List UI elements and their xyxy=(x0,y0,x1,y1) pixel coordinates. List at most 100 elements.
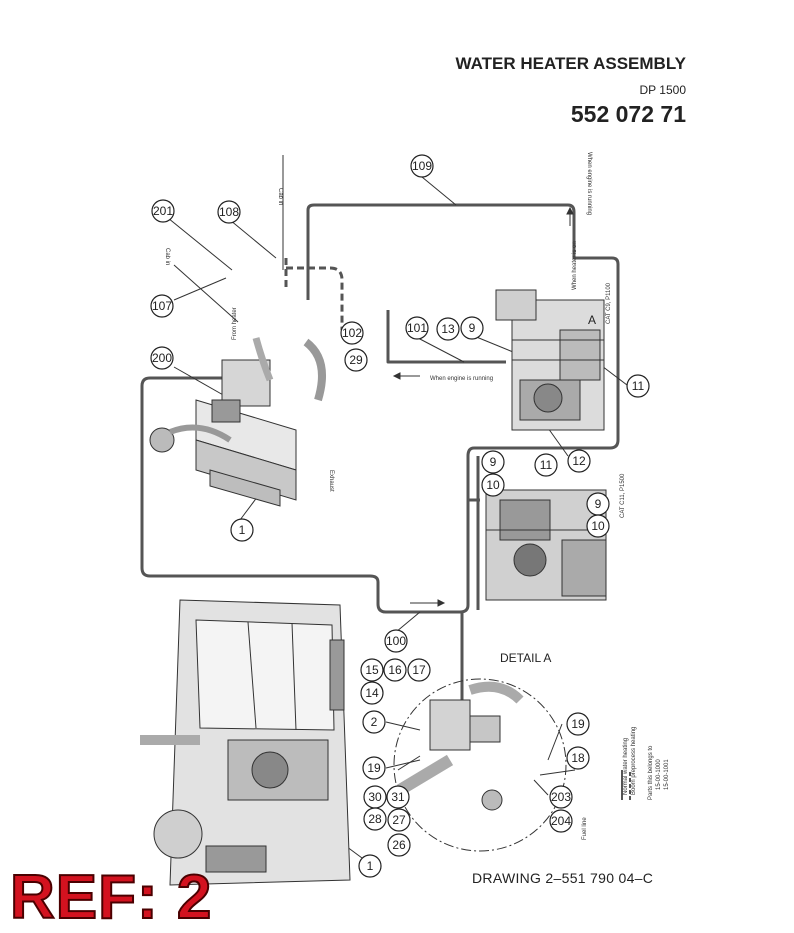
callout-number: 31 xyxy=(391,790,405,804)
callout-balloon xyxy=(362,756,386,780)
callout-18: 18 xyxy=(566,746,590,770)
callout-balloon xyxy=(150,346,174,370)
callout-1: 1 xyxy=(230,518,254,542)
callout-balloon xyxy=(358,854,382,878)
callout-number: 204 xyxy=(551,814,571,828)
callout-number: 2 xyxy=(371,715,378,729)
callout-107: 107 xyxy=(150,294,174,318)
callout-30: 30 xyxy=(363,785,387,809)
callout-204: 204 xyxy=(549,809,573,833)
callout-balloon xyxy=(481,450,505,474)
label-cab-in: Cab in xyxy=(277,188,283,205)
drawing-title: WATER HEATER ASSEMBLY xyxy=(455,54,686,73)
callout-number: 10 xyxy=(486,478,500,492)
callout-number: 11 xyxy=(540,458,553,472)
callout-31: 31 xyxy=(386,785,410,809)
callout-11: 11 xyxy=(534,453,558,477)
callout-balloon xyxy=(151,199,175,223)
callout-balloon xyxy=(230,518,254,542)
callout-balloon xyxy=(387,808,411,832)
callout-balloon xyxy=(534,453,558,477)
callout-balloon xyxy=(360,658,384,682)
legend-note-1: Parts this belongs to xyxy=(648,745,654,800)
callout-number: 100 xyxy=(386,634,406,648)
flow-arrows xyxy=(392,206,574,607)
callout-13: 13 xyxy=(436,317,460,341)
legend-normal: Normal water heating xyxy=(623,738,629,795)
callout-9: 9 xyxy=(481,450,505,474)
ref-badge: REF: 2 xyxy=(9,862,213,933)
callout-number: 28 xyxy=(368,812,382,826)
label-when-engine-running-2: When engine is running xyxy=(586,152,592,215)
detail-a-parts xyxy=(396,681,524,811)
callout-17: 17 xyxy=(407,658,431,682)
callout-200: 200 xyxy=(150,346,174,370)
callout-balloon xyxy=(626,374,650,398)
callout-number: 17 xyxy=(412,663,426,677)
callout-number: 9 xyxy=(469,321,476,335)
callout-balloon xyxy=(217,200,241,224)
callout-number: 19 xyxy=(367,761,381,775)
callout-balloon xyxy=(383,658,407,682)
callout-number: 13 xyxy=(441,322,455,336)
detail-a-boundary xyxy=(393,678,567,852)
callout-balloon xyxy=(362,710,386,734)
callout-number: 107 xyxy=(152,299,172,313)
callout-balloon xyxy=(460,316,484,340)
callout-number: 12 xyxy=(572,454,586,468)
callout-108: 108 xyxy=(217,200,241,224)
engine-cat-c9 xyxy=(495,289,605,431)
callout-balloon xyxy=(344,348,368,372)
callout-number: 108 xyxy=(219,205,239,219)
callout-109: 109 xyxy=(410,154,434,178)
label-when-heater-on: When heater is on xyxy=(572,241,578,290)
callout-100: 100 xyxy=(384,629,408,653)
label-fuel-line: Fuel line xyxy=(582,817,588,840)
callout-101: 101 xyxy=(405,316,429,340)
callout-balloon xyxy=(436,317,460,341)
callout-number: 19 xyxy=(571,717,585,731)
label-when-engine-running: When engine is running xyxy=(430,376,493,382)
label-from-heater: From heater xyxy=(232,307,238,340)
callout-number: 27 xyxy=(392,813,406,827)
callout-2: 2 xyxy=(362,710,386,734)
dashed-routing xyxy=(284,258,344,330)
callout-10: 10 xyxy=(481,473,505,497)
part-number: 552 072 71 xyxy=(570,101,686,127)
engine-cat-c11 xyxy=(485,489,607,601)
callout-19: 19 xyxy=(362,756,386,780)
callout-number: 11 xyxy=(632,379,645,393)
callout-balloon xyxy=(567,449,591,473)
callout-balloon xyxy=(549,809,573,833)
callout-balloon xyxy=(566,746,590,770)
callout-29: 29 xyxy=(344,348,368,372)
callout-9: 9 xyxy=(586,492,610,516)
callout-9: 9 xyxy=(460,316,484,340)
detail-a-label: DETAIL A xyxy=(500,651,551,665)
callout-balloon xyxy=(386,785,410,809)
callout-number: 203 xyxy=(551,790,571,804)
callout-balloon xyxy=(340,321,364,345)
callout-15: 15 xyxy=(360,658,384,682)
callout-balloon xyxy=(549,785,573,809)
callout-number: 9 xyxy=(595,497,602,511)
label-cat-c11: CAT C11, P1500 xyxy=(620,473,626,518)
legend-note-3: 15-00-1001 xyxy=(664,759,670,790)
legend-lines xyxy=(621,770,631,800)
label-cat-c9: CAT C9, P1100 xyxy=(606,282,612,324)
callout-number: 109 xyxy=(412,159,432,173)
legend-note-2: 15-00-1000 xyxy=(656,759,662,790)
callout-28: 28 xyxy=(363,807,387,831)
callout-10: 10 xyxy=(586,514,610,538)
water-heater-unit xyxy=(149,337,326,507)
callout-203: 203 xyxy=(549,785,573,809)
detail-a-marker-letter: A xyxy=(588,313,596,327)
callout-balloon xyxy=(363,807,387,831)
callout-14: 14 xyxy=(360,681,384,705)
callout-balloon xyxy=(586,514,610,538)
callout-balloon xyxy=(405,316,429,340)
callout-balloon xyxy=(410,154,434,178)
callout-number: 16 xyxy=(388,663,402,677)
